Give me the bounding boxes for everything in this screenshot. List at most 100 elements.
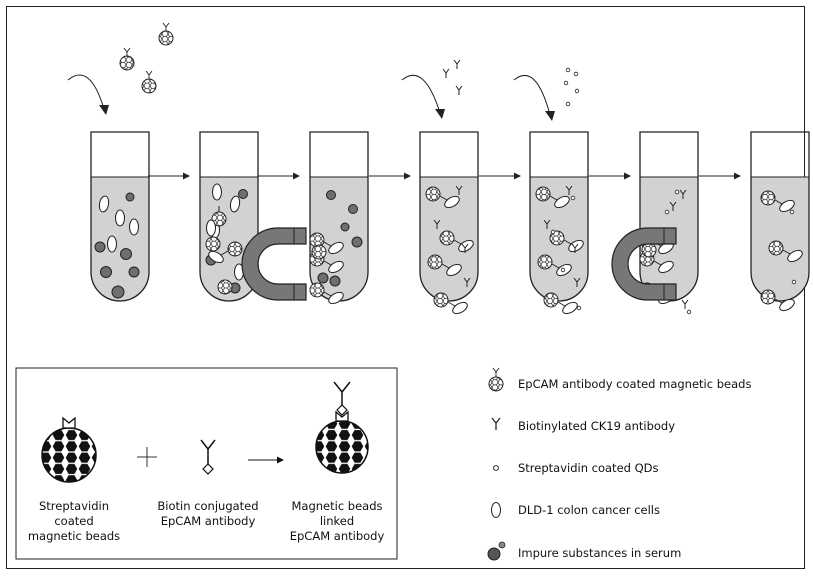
biotin-antibody-label: Biotin conjugated EpCAM antibody: [157, 499, 259, 528]
tube-3: [309, 131, 369, 305]
cancer-cell: [129, 218, 139, 236]
magnets: [241, 227, 677, 301]
cancer-cell: [452, 301, 468, 315]
quantum-dot: [570, 195, 576, 201]
magnetic-bead: [217, 279, 233, 295]
magnetic-bead: [549, 230, 565, 246]
process-arrows: [67, 74, 741, 180]
magnetic-bead: [311, 244, 327, 260]
magnetic-bead: [760, 289, 776, 305]
cancer-cell: [229, 195, 241, 213]
step-arrow-4: [479, 172, 521, 180]
cancer-cell: [328, 241, 344, 255]
impure-substance: [351, 236, 363, 248]
quantum-dot-icon: [493, 465, 499, 471]
tube-7-contents: [760, 190, 803, 312]
test-tubes: [90, 131, 810, 315]
impure-substance: [120, 248, 132, 260]
impure-substance: [111, 285, 125, 299]
qd-drop: [573, 71, 579, 77]
impure-substance: [125, 192, 135, 202]
qd-drop: [574, 88, 580, 94]
magnetic-bead: [227, 241, 243, 257]
cancer-cell: [98, 195, 110, 213]
legend-label-beads: EpCAM antibody coated magnetic beads: [518, 377, 752, 391]
magnetic-bead: [768, 240, 784, 256]
magnetic-bead: [433, 292, 449, 308]
step-arrow-5: [589, 172, 631, 180]
legend-icons: [487, 367, 506, 561]
tube-5-contents: [535, 185, 584, 315]
cancer-cell: [787, 249, 803, 263]
ck19-antibody: [461, 243, 469, 253]
tube-7: [750, 131, 810, 312]
magnet-1: [241, 227, 307, 301]
cancer-cell: [115, 209, 125, 227]
magnetic-bead: [537, 254, 553, 270]
qd-drop: [565, 67, 571, 73]
cancer-cell: [779, 199, 795, 213]
qd-drop: [565, 101, 571, 107]
quantum-dot: [791, 279, 797, 285]
ck19-antibody: [565, 185, 573, 195]
quantum-dot: [674, 189, 680, 195]
impure-substance: [329, 275, 341, 287]
ck19-antibody: [543, 219, 551, 229]
streptavidin-bead-icon: [41, 416, 97, 483]
tube-2-contents: [205, 183, 248, 295]
biotin-antibody-icon: [200, 439, 216, 475]
ck19-antibody: [433, 219, 441, 229]
reagent-drops: [119, 22, 580, 107]
add-arrow-2: [401, 74, 445, 119]
ck19-antibody-drop: [453, 59, 461, 69]
ck19-antibody-drop: [455, 85, 463, 95]
ck19-antibody: [669, 201, 677, 211]
quantum-dot: [789, 209, 795, 215]
impure-substance: [317, 272, 329, 284]
cancer-cell: [554, 195, 570, 209]
cancer-cell: [328, 291, 344, 305]
antibody-bead-drop: [119, 47, 135, 71]
linked-bead-icon: [315, 381, 369, 474]
quantum-dot: [550, 229, 556, 235]
quantum-dot: [686, 309, 692, 315]
tube-3-contents: [309, 190, 363, 305]
impure-substance: [238, 189, 248, 199]
tube-4: [419, 131, 479, 315]
legend-label-ck19: Biotinylated CK19 antibody: [518, 419, 676, 433]
impure-substance: [100, 266, 112, 278]
antibody-bead-drop: [158, 22, 174, 46]
add-arrow-1: [67, 74, 109, 115]
cancer-cell: [779, 298, 795, 312]
legend-label-qds: Streptavidin coated QDs: [518, 461, 659, 475]
impure-substance-icon: [487, 541, 506, 561]
ck19-antibody: [455, 185, 463, 195]
step-arrow-1: [148, 172, 190, 180]
legend-label-impure: Impure substances in serum: [518, 546, 682, 560]
magnetic-bead: [439, 230, 455, 246]
tube-1-contents: [94, 192, 140, 299]
impure-substance: [128, 266, 140, 278]
streptavidin-beads-label: Streptavidin coated magnetic beads: [27, 499, 121, 543]
cancer-cell-icon: [491, 502, 501, 518]
quantum-dot: [576, 305, 582, 311]
cancer-cell: [212, 183, 222, 201]
cancer-cell: [562, 301, 578, 315]
ck19-antibody-drop: [442, 68, 450, 78]
step-arrow-3: [369, 172, 411, 180]
linked-beads-label: Magnetic beads linked EpCAM antibody: [289, 499, 385, 543]
tube-2: [199, 131, 259, 302]
ck19-antibody: [463, 277, 471, 287]
impure-substance: [340, 222, 350, 232]
step-arrow-2: [258, 172, 300, 180]
magnetic-bead: [425, 186, 441, 202]
ck19-antibody: [573, 277, 581, 287]
inset-box: [15, 367, 398, 560]
magnetic-bead: [641, 242, 657, 258]
ck19-antibody: [571, 243, 579, 253]
cancer-cell: [208, 250, 224, 264]
impure-substance: [326, 190, 336, 200]
antibody-coated-bead-icon: [488, 367, 504, 392]
